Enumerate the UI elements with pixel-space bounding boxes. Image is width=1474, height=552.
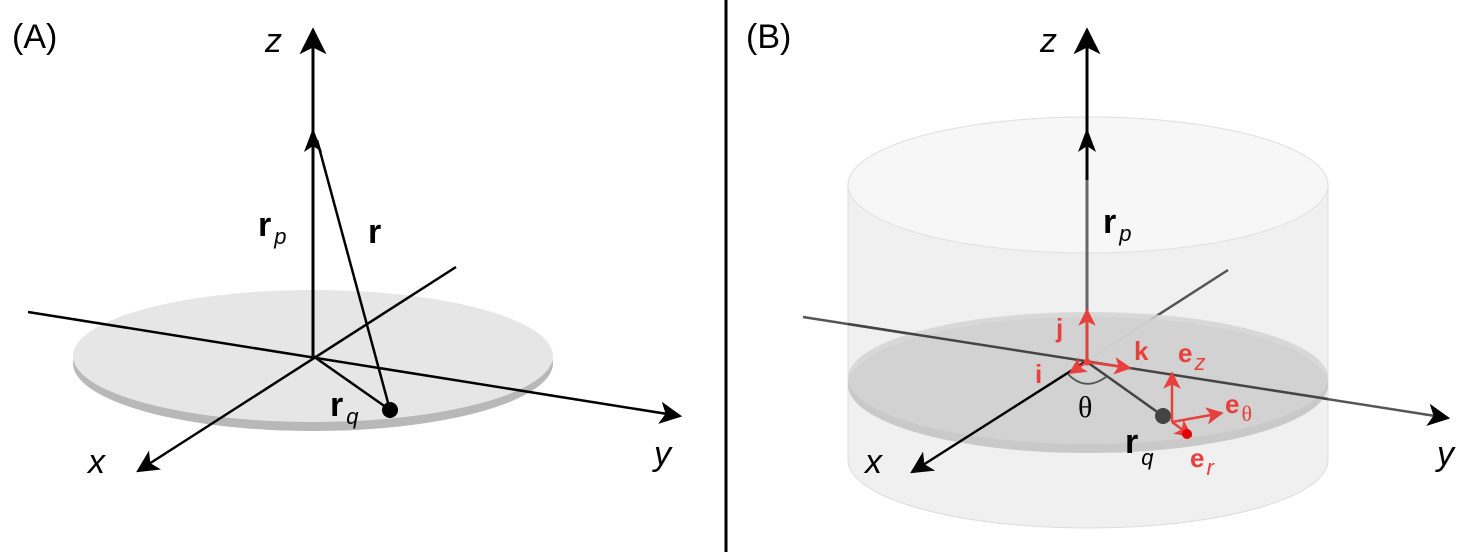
panel-b-x-axis	[910, 358, 1089, 474]
panel-b-unit-vectors-origin	[1068, 308, 1132, 375]
panel-b-theta-label: θ	[1078, 391, 1092, 424]
panel-a-x-axis	[136, 265, 457, 473]
er-label: er	[1190, 443, 1215, 480]
panel-a-label: (A)	[12, 18, 57, 56]
panel-b: (B)	[746, 18, 1456, 529]
etheta-label: eθ	[1225, 389, 1252, 426]
panel-b-theta-arc	[1067, 373, 1107, 385]
panel-a-rq-vector	[312, 354, 391, 412]
panel-b-x-label: x	[863, 443, 883, 481]
i-label: i	[1035, 359, 1042, 389]
k-label: k	[1134, 336, 1149, 366]
panel-a-r-label: r	[368, 213, 381, 251]
panel-b-unit-vectors-charge	[1163, 371, 1224, 439]
origin-point	[1083, 358, 1091, 366]
panel-b-label: (B)	[746, 18, 791, 56]
panel-b-z-label: z	[1039, 22, 1057, 60]
panel-b-charge-point	[1155, 408, 1171, 424]
panel-b-rq-vector	[1086, 360, 1164, 418]
ez-label: ez	[1178, 338, 1205, 375]
panel-a-y-label: y	[652, 435, 673, 473]
j-label: j	[1055, 313, 1063, 343]
panel-a-r-vector	[315, 139, 392, 411]
panel-a-x-label: x	[86, 443, 106, 481]
panel-b-y-label: y	[1435, 435, 1456, 473]
panel-a-charge-point	[382, 402, 398, 418]
k-vector	[1086, 357, 1132, 375]
er-vector-head	[1182, 429, 1192, 439]
panel-b-rp-arrowhead	[1078, 128, 1096, 152]
panel-a-z-label: z	[264, 22, 282, 60]
panel-a-y-axis	[27, 310, 683, 424]
